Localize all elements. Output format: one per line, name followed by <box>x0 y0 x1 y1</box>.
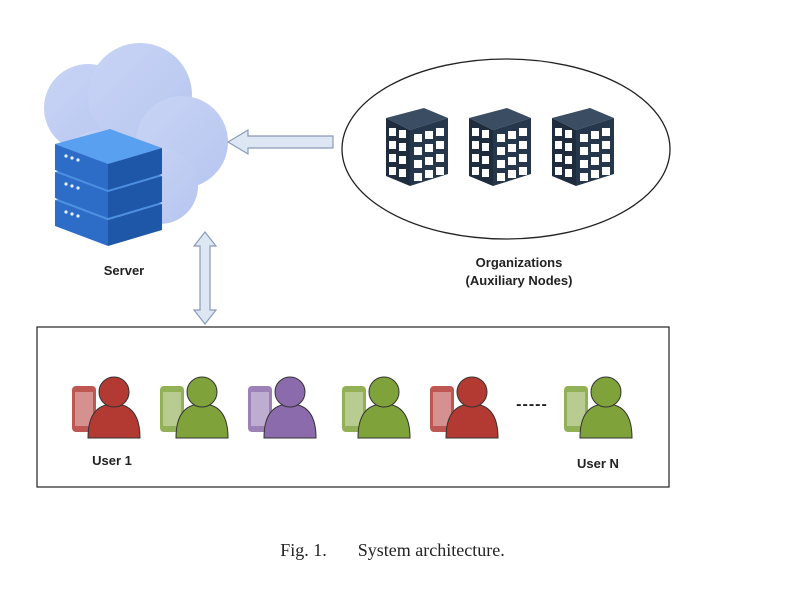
organizations-label-line2: (Auxiliary Nodes) <box>465 273 573 288</box>
organizations-label: Organizations (Auxiliary Nodes) <box>430 254 608 290</box>
arrow-organizations-to-server <box>226 128 334 156</box>
user-icon <box>564 376 633 439</box>
person-icon <box>579 376 633 439</box>
person-icon <box>175 376 229 439</box>
users-ellipsis: ----- <box>516 396 548 413</box>
building-icon <box>552 108 614 186</box>
person-icon <box>445 376 499 439</box>
user-1-label: User 1 <box>92 453 132 468</box>
user-icon <box>160 376 229 439</box>
user-icon <box>430 376 499 439</box>
person-icon <box>87 376 141 439</box>
building-icon <box>469 108 531 186</box>
user-icon <box>248 376 317 439</box>
arrow-server-users <box>192 231 218 325</box>
building-icon <box>386 108 448 186</box>
person-icon <box>263 376 317 439</box>
server-label: Server <box>103 263 145 278</box>
server-icon <box>55 129 162 246</box>
person-icon <box>357 376 411 439</box>
caption-text: System architecture. <box>357 540 505 560</box>
figure-caption: Fig. 1. System architecture. <box>0 540 785 561</box>
organizations-label-line1: Organizations <box>475 255 563 270</box>
user-icon <box>342 376 411 439</box>
caption-figure-number: Fig. 1. <box>280 540 327 560</box>
user-icon <box>72 376 141 439</box>
user-n-label: User N <box>577 456 619 471</box>
